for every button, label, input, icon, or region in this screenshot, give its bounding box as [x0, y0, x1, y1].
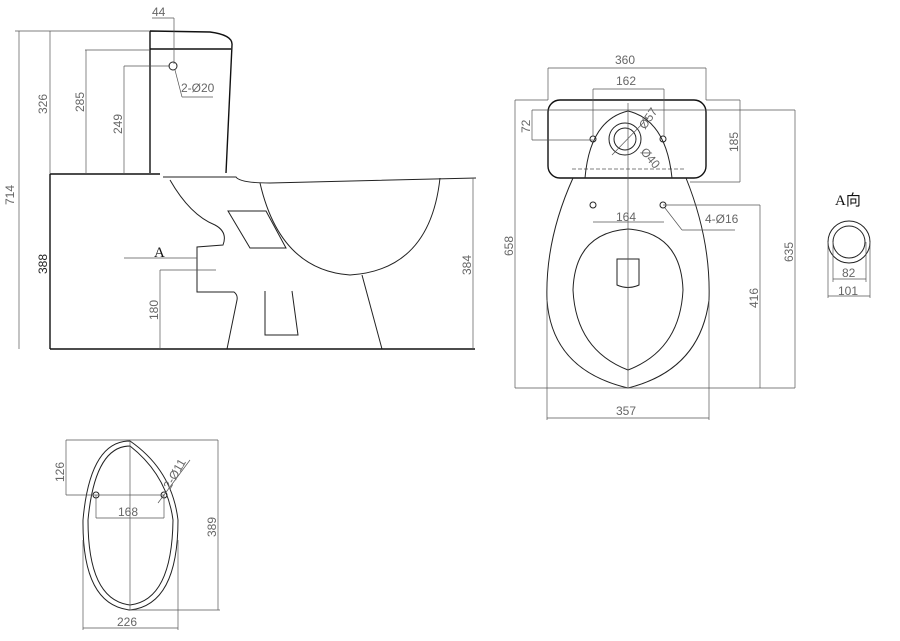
dim-base-holes: 2-Ø11 [160, 456, 189, 491]
tank-top-outline [547, 99, 707, 179]
dim-162: 162 [616, 74, 636, 88]
tank-outline [149, 30, 233, 174]
dim-635: 635 [782, 242, 796, 262]
dim-seat-holes: 4-Ø16 [705, 212, 739, 226]
dim-185: 185 [727, 132, 741, 152]
dim-180: 180 [147, 300, 161, 320]
dim-226: 226 [117, 615, 137, 629]
a-view-title: A向 [835, 192, 861, 209]
dim-82: 82 [842, 266, 856, 280]
drain-outlet [616, 258, 640, 288]
outlet-outer [827, 220, 871, 264]
dim-285: 285 [73, 92, 87, 112]
inlet-hole [168, 61, 178, 71]
dim-126: 126 [53, 462, 67, 482]
dim-360: 360 [615, 53, 635, 67]
dim-384: 384 [460, 255, 474, 275]
seat-hole-left [589, 201, 597, 209]
dim-658: 658 [502, 236, 516, 256]
dim-388: 388 [36, 254, 50, 274]
tank-inner-curve [584, 110, 673, 179]
dim-57: Ø57 [636, 105, 661, 132]
dim-326: 326 [36, 94, 50, 114]
dim-714: 714 [3, 185, 17, 205]
dim-inlet-holes: 2-Ø20 [181, 81, 215, 95]
valve-inner [613, 127, 637, 151]
base-inner [87, 445, 174, 606]
dim-101: 101 [838, 284, 858, 298]
valve-outer [608, 122, 642, 156]
dim-164: 164 [616, 210, 636, 224]
dim-40: Ø40 [638, 145, 664, 172]
dim-416: 416 [747, 288, 761, 308]
bowl-curve [259, 177, 441, 276]
side-view: 44 2-Ø20 714 326 285 249 388 384 180 A [3, 5, 477, 350]
dim-72: 72 [519, 119, 533, 133]
dim-168: 168 [118, 505, 138, 519]
bowl-rim [163, 176, 477, 184]
a-direction-view: A向 82 101 [827, 192, 871, 298]
base-outer [82, 440, 179, 611]
tank-bolt-right [659, 135, 667, 143]
top-view: 360 162 72 Ø57 Ø40 185 164 4-Ø16 658 635… [502, 53, 796, 420]
dim-357: 357 [616, 404, 636, 418]
view-a-marker: A [154, 245, 165, 261]
dim-44: 44 [152, 5, 166, 19]
dim-389: 389 [205, 517, 219, 537]
outlet-inner [832, 225, 866, 259]
base-view: 126 2-Ø11 168 389 226 [53, 439, 220, 630]
foot-front [361, 274, 383, 350]
trap-outline [169, 179, 238, 350]
foot-cavity [264, 290, 299, 336]
dim-249: 249 [111, 114, 125, 134]
trap-passage [227, 210, 287, 249]
